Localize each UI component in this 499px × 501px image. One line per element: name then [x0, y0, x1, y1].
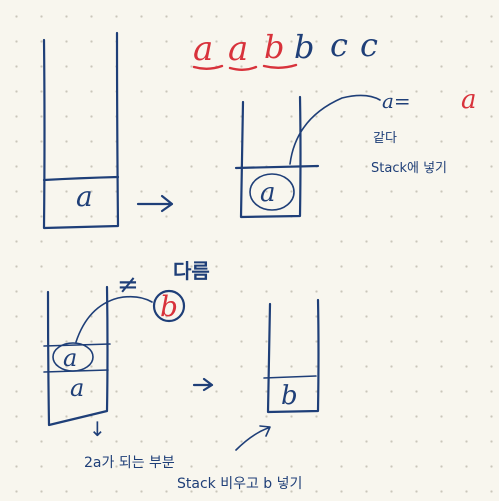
- stack3-top-element: a: [63, 344, 77, 372]
- step1-stack: a: [42, 31, 120, 230]
- down-arrow-icon: ↓: [89, 417, 106, 441]
- seq-underline: [192, 63, 298, 71]
- stack2-divider: [234, 164, 320, 170]
- stack1-outline: [42, 31, 120, 230]
- seq-letter-3: b: [264, 28, 284, 66]
- compare-pointer-line-2: [75, 295, 153, 343]
- diff-label: 다름: [173, 259, 210, 283]
- step2-annotation: ↓ 2a가 되는 부분 Stack 비우고 b 넣기: [84, 417, 302, 492]
- stack3-outline: [46, 285, 109, 427]
- note-equal: 같다: [373, 131, 397, 146]
- step2-stack: a a: [43, 285, 153, 427]
- step1-arrow-icon: [136, 194, 174, 213]
- compare-pointer-line: [289, 94, 381, 165]
- stack4-divider: [263, 375, 317, 379]
- compare-label: a=: [382, 89, 411, 113]
- caption-pointer-icon: [235, 425, 271, 451]
- incoming-element: b: [160, 290, 178, 323]
- stack2-circle: [249, 173, 295, 211]
- caption-empty-push: Stack 비우고 b 넣기: [177, 476, 302, 492]
- step1-annotation: a= a 같다 Stack에 넣기: [371, 85, 477, 176]
- step2-arrow-icon: [192, 377, 214, 392]
- seq-letter-1: a: [193, 29, 213, 69]
- caption-double-a: 2a가 되는 부분: [84, 455, 175, 471]
- stack3-circle: [52, 342, 94, 372]
- step2-incoming: ≠ b 다름: [117, 259, 210, 323]
- stack4-outline: [266, 298, 320, 414]
- incoming-circle: [152, 289, 186, 323]
- seq-letter-5: c: [330, 26, 348, 64]
- stack3-bottom-element: a: [70, 374, 84, 402]
- seq-letter-6: c: [360, 26, 378, 64]
- stack2-element: a: [260, 178, 276, 208]
- seq-letter-4: b: [294, 28, 314, 66]
- not-equal-symbol: ≠: [117, 270, 139, 300]
- stack1-divider: [42, 175, 120, 182]
- step1-result-stack: a: [234, 94, 381, 219]
- note-push: Stack에 넣기: [371, 161, 447, 176]
- step2-result-stack: b: [263, 298, 320, 414]
- seq-letter-2: a: [228, 29, 248, 69]
- sequence: a a b b c c: [192, 26, 378, 71]
- compare-value: a: [461, 85, 477, 115]
- stack3-divider-top: [43, 343, 111, 347]
- stack1-element: a: [76, 180, 93, 213]
- stack4-element: b: [281, 381, 298, 411]
